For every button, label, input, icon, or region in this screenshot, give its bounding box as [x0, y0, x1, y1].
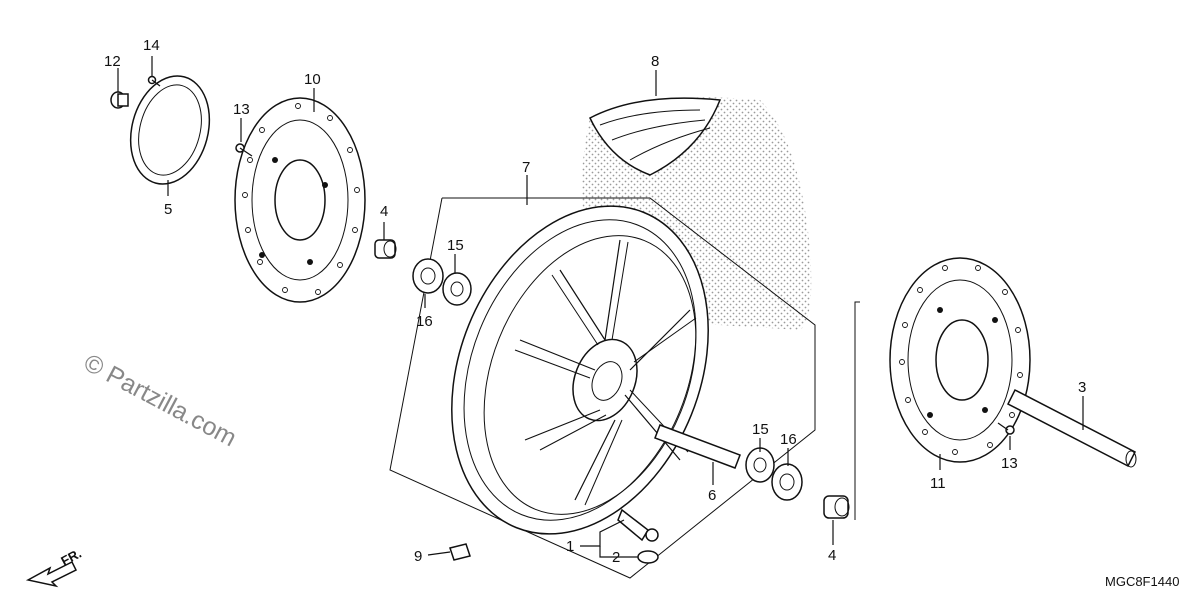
- front-direction-label: FR.: [58, 546, 84, 569]
- callout-5: 5: [164, 201, 172, 218]
- diagram-code: MGC8F1440: [1105, 574, 1179, 589]
- brake-disc-left-part-10: [234, 97, 366, 303]
- wheel-part-7: [451, 205, 709, 535]
- pulser-ring-part-5: [129, 75, 211, 185]
- callout-13-left: 13: [233, 101, 250, 118]
- callout-4-left: 4: [380, 203, 388, 220]
- callout-11: 11: [930, 475, 946, 492]
- callout-14: 14: [143, 37, 160, 54]
- watermark-text: © Partzilla.com: [79, 349, 241, 453]
- callout-16-right: 16: [780, 431, 797, 448]
- seal-part-15-left: [442, 272, 472, 306]
- callout-3: 3: [1078, 379, 1086, 396]
- callout-labels: 12 14 5 10 13 4 15 16 7 8 3 11 13 6 15 1…: [104, 37, 1086, 566]
- callout-2: 2: [612, 549, 620, 566]
- front-direction-arrow: FR.: [25, 546, 84, 588]
- bearing-part-16-right: [771, 463, 803, 501]
- callout-1: 1: [566, 538, 574, 555]
- callout-13-right: 13: [1001, 455, 1018, 472]
- valve-part-1: [617, 508, 659, 542]
- callout-12: 12: [104, 53, 121, 70]
- callout-7: 7: [522, 159, 530, 176]
- callout-4-right: 4: [828, 547, 836, 564]
- callout-6: 6: [708, 487, 716, 504]
- bolt-part-13-right: [997, 422, 1015, 435]
- spacer-part-6: [654, 424, 741, 469]
- callout-10: 10: [304, 71, 321, 88]
- brake-disc-right-part-11: [889, 257, 1031, 463]
- screw-part-14: [147, 75, 161, 87]
- callout-15-left: 15: [447, 237, 464, 254]
- axle-part-3: [1006, 388, 1137, 468]
- bearing-part-16-left: [412, 258, 444, 294]
- oring-part-2: [637, 550, 659, 564]
- callout-8: 8: [651, 53, 659, 70]
- seal-part-15-right: [745, 447, 775, 483]
- balance-weight-part-9: [449, 543, 471, 561]
- callout-15-right: 15: [752, 421, 769, 438]
- collar-part-4-right: [823, 495, 850, 519]
- callout-9: 9: [414, 548, 422, 565]
- leader-lines: [117, 56, 1084, 558]
- collar-part-4-left: [374, 239, 397, 259]
- callout-16-left: 16: [416, 313, 433, 330]
- assembly-outline: [389, 197, 816, 579]
- bolt-part-13-left: [235, 143, 253, 157]
- bolt-part-12: [110, 91, 129, 109]
